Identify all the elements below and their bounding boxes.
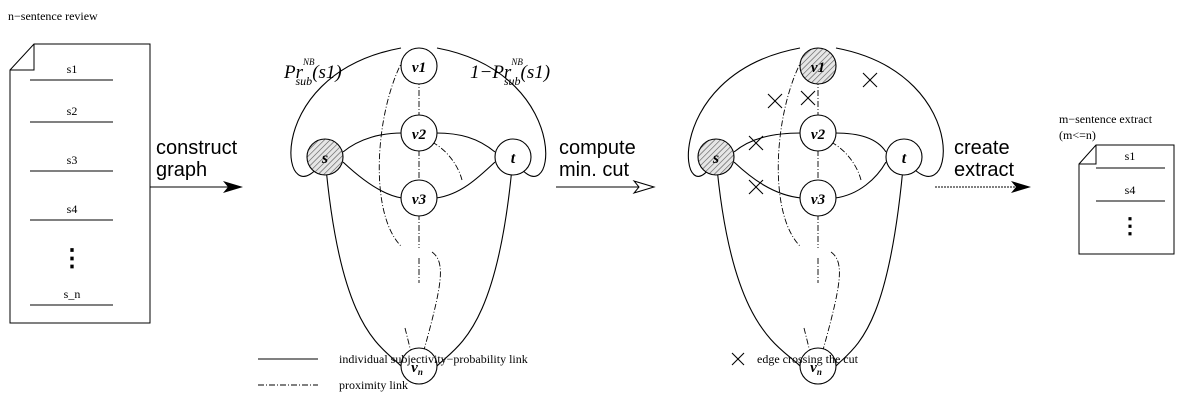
graph-1-solid-links bbox=[290, 47, 547, 367]
graph-1-node-vn-sub: n bbox=[418, 367, 423, 377]
review-sentence-3: s3 bbox=[67, 153, 78, 167]
graph-1-node-s-label: s bbox=[321, 150, 328, 167]
graph-1-node-vn-label: vn bbox=[411, 360, 423, 377]
graph-2-node-s-label: s bbox=[712, 150, 719, 167]
extract-sentence-2: s4 bbox=[1125, 183, 1136, 197]
graph-2-node-vn-base: v bbox=[810, 360, 817, 376]
extract-ellipsis: ⋮ bbox=[1119, 213, 1141, 238]
extract-subtitle: (m<=n) bbox=[1059, 128, 1096, 142]
graph-1-node-s bbox=[306, 138, 344, 176]
graph-2-node-vn-sub: n bbox=[817, 367, 822, 377]
extract-title: m−sentence extract bbox=[1059, 112, 1153, 126]
step-compute-line1: compute bbox=[559, 137, 636, 159]
graph-1-node-v2 bbox=[400, 114, 438, 152]
legend: individual subjectivity−probability link… bbox=[258, 352, 859, 392]
legend-cross-swatch bbox=[731, 352, 745, 366]
review-title: n−sentence review bbox=[8, 9, 98, 23]
review-sentences: s1 s2 s3 s4 ⋮ s_n bbox=[30, 62, 113, 306]
graph-1-node-v3 bbox=[400, 179, 438, 217]
graph-1-nodes: s t v1 v2 v3 vn bbox=[306, 47, 532, 385]
graph-1-node-v3-label: v3 bbox=[412, 192, 427, 208]
graph-2-node-s bbox=[697, 138, 735, 176]
graph-2-nodes: s t v1 v2 v3 vn bbox=[697, 47, 923, 385]
graph-1-node-v1 bbox=[400, 47, 438, 85]
graph-2-node-t bbox=[885, 138, 923, 176]
cross-mark bbox=[748, 135, 764, 151]
cross-mark bbox=[748, 179, 764, 195]
graph-2 bbox=[687, 47, 944, 367]
legend-dashed-label: proximity link bbox=[339, 378, 408, 392]
graph-2-node-v2 bbox=[799, 114, 837, 152]
review-document bbox=[9, 43, 151, 324]
graph-2-node-v1-label: v1 bbox=[811, 60, 825, 76]
legend-cross-label: edge crossing the cut bbox=[757, 352, 859, 366]
extract-document bbox=[1078, 144, 1175, 255]
graph-2-node-vn bbox=[799, 347, 837, 385]
extract-sentence-1: s1 bbox=[1125, 149, 1136, 163]
graph-1-node-v1-label: v1 bbox=[412, 60, 426, 76]
review-ellipsis: ⋮ bbox=[60, 246, 84, 272]
extract-sentences: s1 s4 ⋮ bbox=[1096, 149, 1165, 238]
graph-2-proximity-links bbox=[777, 57, 862, 353]
graph-2-node-v3-label: v3 bbox=[811, 192, 826, 208]
graph-2-cut-marks bbox=[748, 72, 878, 195]
review-sentence-2: s2 bbox=[67, 104, 78, 118]
step-compute-line2: min. cut bbox=[559, 159, 629, 181]
graph-2-node-vn-label: vn bbox=[810, 360, 822, 377]
graph-1-node-t-label: t bbox=[511, 150, 516, 167]
graph-2-node-t-label: t bbox=[902, 150, 907, 167]
arrow-construct bbox=[150, 181, 243, 193]
graph-1-node-t bbox=[494, 138, 532, 176]
graph-2-node-v2-label: v2 bbox=[811, 127, 826, 143]
cross-mark bbox=[800, 90, 816, 106]
arrow-compute bbox=[556, 180, 656, 194]
graph-1-node-v2-label: v2 bbox=[412, 127, 427, 143]
graph-2-node-v3 bbox=[799, 179, 837, 217]
graph-2-solid-links bbox=[687, 47, 944, 367]
cross-mark bbox=[767, 93, 783, 109]
cross-mark bbox=[862, 72, 878, 88]
graph-1-proximity-links bbox=[378, 57, 463, 353]
step-create-line2: extract bbox=[954, 159, 1014, 181]
step-create-line1: create bbox=[954, 137, 1010, 159]
graph-1-node-vn bbox=[400, 347, 438, 385]
arrow-create bbox=[935, 181, 1031, 193]
review-sentence-4: s4 bbox=[67, 202, 78, 216]
review-sentence-n: s_n bbox=[64, 287, 81, 301]
review-sentence-1: s1 bbox=[67, 62, 78, 76]
graph-1-node-vn-base: v bbox=[411, 360, 418, 376]
graph-2-node-v1 bbox=[799, 47, 837, 85]
legend-solid-label: individual subjectivity−probability link bbox=[339, 352, 528, 366]
step-construct-line2: graph bbox=[156, 159, 207, 181]
step-construct-line1: construct bbox=[156, 137, 238, 159]
graph-1 bbox=[290, 47, 547, 367]
